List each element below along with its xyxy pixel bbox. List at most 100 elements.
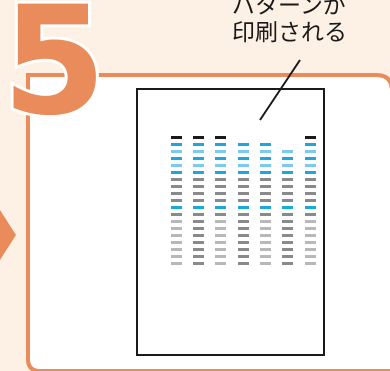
pattern-mark xyxy=(171,206,182,209)
pattern-mark xyxy=(305,157,316,160)
pattern-mark xyxy=(193,143,204,146)
pattern-mark xyxy=(305,143,316,146)
pattern-mark xyxy=(282,164,293,167)
pattern-mark xyxy=(215,164,226,167)
pattern-mark xyxy=(215,171,226,174)
pattern-mark xyxy=(305,234,316,237)
pattern-mark xyxy=(171,255,182,258)
pattern-mark xyxy=(305,220,316,223)
pattern-mark xyxy=(215,206,226,209)
pattern-mark xyxy=(193,213,204,216)
pattern-mark xyxy=(282,241,293,244)
pattern-mark xyxy=(282,255,293,258)
pattern-mark xyxy=(171,192,182,195)
pattern-mark xyxy=(171,150,182,153)
callout-text-line1: パターンが xyxy=(232,0,346,19)
pattern-mark xyxy=(238,262,249,265)
pattern-mark xyxy=(238,234,249,237)
pattern-mark xyxy=(193,234,204,237)
pattern-mark xyxy=(193,136,204,139)
nozzle-check-pattern xyxy=(171,136,316,265)
pattern-mark xyxy=(260,185,271,188)
pattern-mark xyxy=(260,241,271,244)
pattern-mark xyxy=(305,241,316,244)
pattern-mark xyxy=(193,199,204,202)
pattern-mark xyxy=(305,262,316,265)
pattern-mark xyxy=(193,150,204,153)
pattern-mark xyxy=(260,171,271,174)
pattern-mark xyxy=(260,220,271,223)
pattern-mark xyxy=(260,143,271,146)
pattern-mark xyxy=(305,136,316,139)
pattern-mark xyxy=(305,199,316,202)
pattern-mark xyxy=(215,213,226,216)
pattern-mark xyxy=(238,157,249,160)
pattern-mark xyxy=(215,234,226,237)
pattern-mark xyxy=(238,213,249,216)
pattern-mark xyxy=(305,213,316,216)
pattern-mark xyxy=(215,199,226,202)
pattern-mark xyxy=(260,206,271,209)
pattern-mark xyxy=(305,178,316,181)
pattern-mark xyxy=(171,241,182,244)
pattern-mark xyxy=(305,248,316,251)
pattern-mark xyxy=(282,171,293,174)
pattern-mark xyxy=(282,199,293,202)
pattern-mark xyxy=(171,171,182,174)
pattern-mark xyxy=(282,157,293,160)
pattern-mark xyxy=(215,255,226,258)
pattern-mark xyxy=(282,150,293,153)
pattern-mark xyxy=(282,234,293,237)
pattern-mark xyxy=(238,199,249,202)
pattern-mark xyxy=(171,136,182,139)
pattern-mark xyxy=(171,178,182,181)
pattern-mark xyxy=(282,227,293,230)
pattern-mark xyxy=(193,248,204,251)
pattern-mark xyxy=(282,248,293,251)
pattern-mark xyxy=(215,192,226,195)
pattern-mark xyxy=(171,157,182,160)
pattern-mark xyxy=(215,220,226,223)
pattern-mark xyxy=(282,178,293,181)
callout-text-line2: 印刷される xyxy=(232,20,347,46)
pattern-mark xyxy=(215,150,226,153)
pattern-mark xyxy=(260,248,271,251)
pattern-mark xyxy=(193,241,204,244)
pattern-mark xyxy=(171,185,182,188)
pattern-mark xyxy=(238,248,249,251)
pattern-mark xyxy=(238,171,249,174)
pattern-mark xyxy=(171,164,182,167)
pattern-mark xyxy=(193,164,204,167)
pattern-mark xyxy=(305,255,316,258)
pattern-mark xyxy=(282,213,293,216)
pattern-mark xyxy=(193,192,204,195)
pattern-mark xyxy=(282,262,293,265)
pattern-mark xyxy=(238,164,249,167)
pattern-mark xyxy=(238,227,249,230)
pattern-mark xyxy=(282,220,293,223)
paper-sheet xyxy=(136,88,325,356)
pattern-mark xyxy=(215,241,226,244)
callout-pointer xyxy=(259,59,301,121)
pattern-mark xyxy=(193,157,204,160)
pattern-mark xyxy=(171,199,182,202)
pattern-mark xyxy=(215,227,226,230)
pattern-mark xyxy=(193,171,204,174)
pattern-mark xyxy=(260,255,271,258)
pattern-mark xyxy=(193,227,204,230)
pattern-mark xyxy=(282,185,293,188)
pattern-mark xyxy=(305,227,316,230)
pattern-mark xyxy=(193,185,204,188)
pattern-mark xyxy=(260,150,271,153)
pattern-mark xyxy=(305,150,316,153)
pattern-mark xyxy=(238,143,249,146)
pattern-mark xyxy=(193,206,204,209)
pattern-mark xyxy=(193,178,204,181)
pattern-mark xyxy=(260,157,271,160)
pattern-mark xyxy=(171,220,182,223)
pattern-mark xyxy=(305,185,316,188)
pattern-mark xyxy=(215,185,226,188)
pattern-mark xyxy=(171,227,182,230)
